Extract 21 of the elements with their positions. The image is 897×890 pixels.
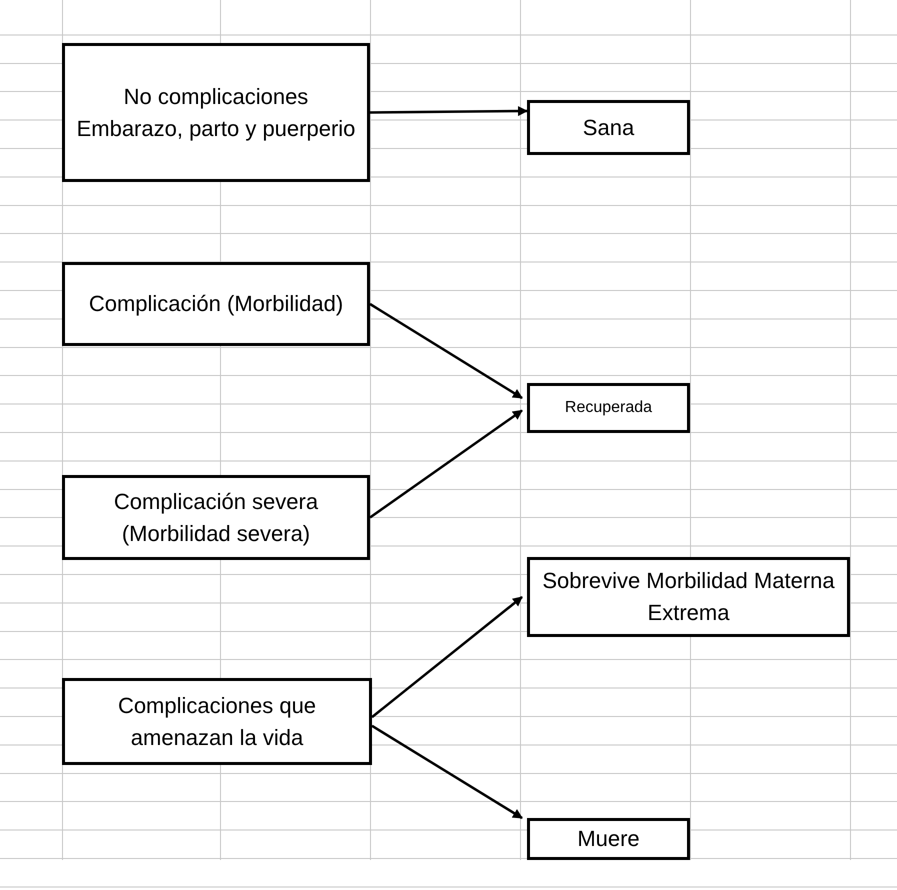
process-box (527, 818, 690, 860)
box-label: Complicaciones que amenazan la vida (116, 692, 318, 752)
process-box (62, 43, 370, 182)
box-label: No complicaciones Embarazo, parto y puerperio (76, 82, 356, 143)
arrow (370, 106, 528, 116)
arrow (371, 596, 523, 718)
process-box (527, 100, 690, 155)
box-label: Recuperada (564, 398, 652, 418)
box-label: Complicación (Morbilidad) (88, 290, 344, 318)
box-label: Sana (582, 114, 634, 142)
process-box (62, 262, 370, 346)
process-box (527, 557, 850, 637)
process-box (527, 383, 690, 433)
arrow (371, 724, 523, 820)
box-label: Sobrevive Morbilidad Materna Extrema (541, 567, 836, 627)
box-label: Complicación severa (Morbilidad severa) (112, 488, 320, 548)
process-box (62, 475, 370, 560)
arrow (369, 409, 523, 519)
box-label: Muere (577, 825, 640, 854)
process-box (62, 678, 372, 765)
arrow (369, 302, 523, 400)
